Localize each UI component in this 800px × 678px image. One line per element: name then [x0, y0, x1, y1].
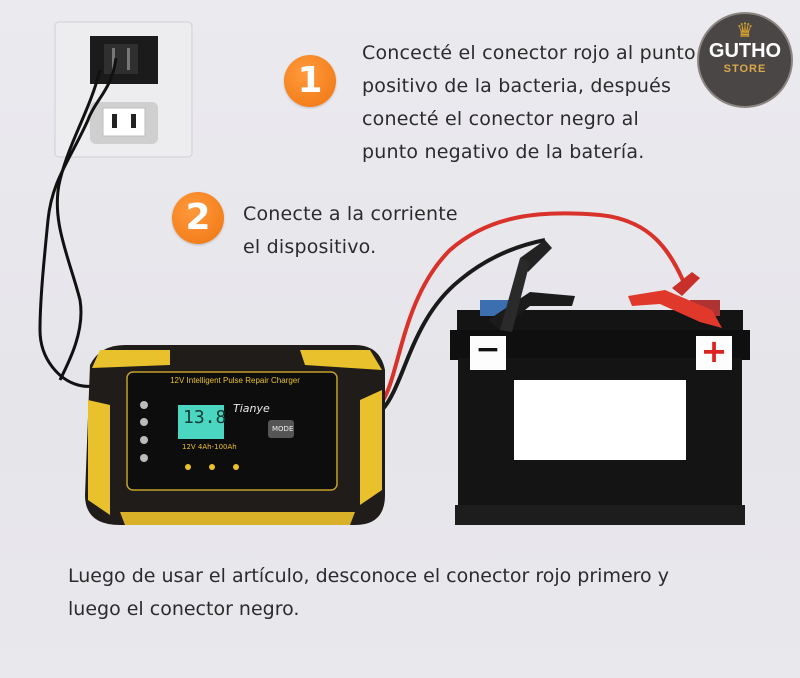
charger-brand: Tianye: [233, 402, 270, 415]
charger-display-value: 13.8: [183, 407, 227, 428]
charger-mode-button: MODE: [272, 425, 294, 433]
wall-outlet: [54, 21, 193, 158]
logo-tagline: STORE: [723, 63, 767, 75]
battery-charger: [85, 345, 385, 525]
power-cable: [38, 57, 118, 388]
red-cable: [378, 211, 687, 407]
battery-positive-symbol: +: [700, 332, 728, 370]
store-logo: ♛ GUTHO STORE: [697, 12, 793, 108]
battery-negative-symbol: −: [475, 332, 501, 367]
step-1-badge: 1: [284, 55, 336, 107]
black-cable: [380, 238, 546, 412]
red-clamp: [628, 272, 722, 328]
charger-panel-title: 12V Intelligent Pulse Repair Charger: [170, 376, 300, 385]
logo-name: GUTHO: [708, 40, 782, 62]
step-1-text: Concecté el conector rojo al punto posit…: [362, 42, 696, 163]
black-clamp: [488, 240, 575, 332]
step-2-badge: 2: [172, 192, 224, 244]
crown-icon: ♛: [736, 18, 754, 42]
footer-note: Luego de usar el artículo, desconoce el …: [68, 565, 669, 620]
car-battery: [450, 300, 750, 525]
step-2-text: Conecte a la corriente el dispositivo.: [243, 203, 458, 258]
power-cable-loop: [55, 69, 102, 381]
charger-rating: 12V 4Ah-100Ah: [182, 443, 237, 451]
